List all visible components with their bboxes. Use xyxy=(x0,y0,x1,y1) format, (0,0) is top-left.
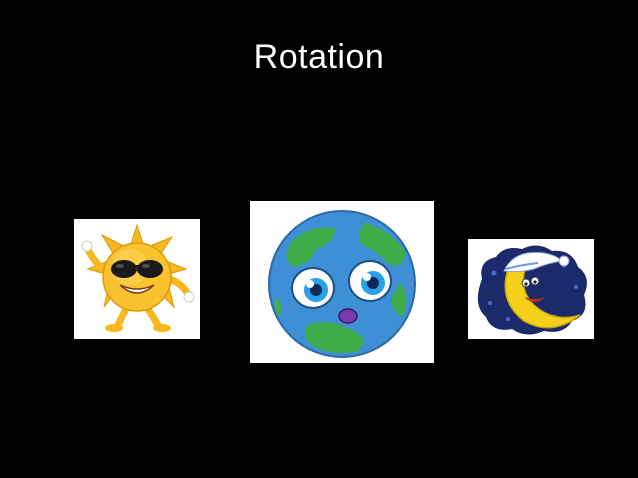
sleeping-moon-nightcap-icon xyxy=(468,239,594,339)
moon-image xyxy=(468,239,594,339)
sun-with-sunglasses-icon xyxy=(74,219,200,339)
earth-image xyxy=(250,201,434,363)
sun-image xyxy=(74,219,200,339)
slide-title: Rotation xyxy=(253,38,385,76)
smiling-earth-icon xyxy=(250,201,434,363)
